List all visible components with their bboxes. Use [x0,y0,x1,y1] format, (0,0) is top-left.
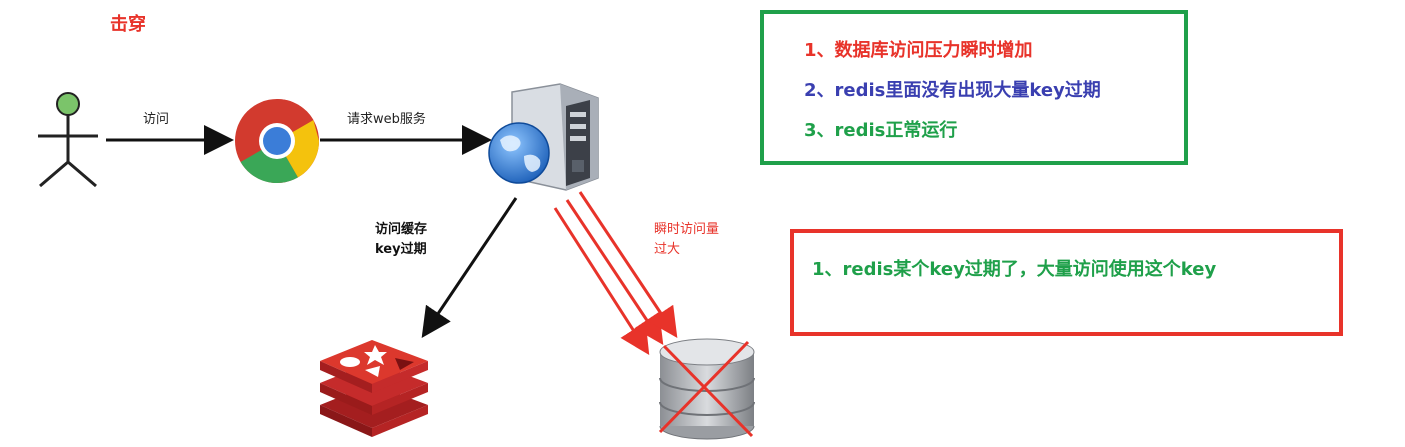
label-cache-access: 访问缓存 key过期 [375,220,427,260]
arrow-server-to-redis [421,197,518,338]
cause-text: 1、redis某个key过期了，大量访问使用这个key [812,259,1217,280]
label-cache-access-line2: key过期 [375,242,427,257]
redis-logo-icon [320,340,428,437]
symptom-item-1: 1、数据库访问压力瞬时增加 [804,40,1033,61]
label-cache-access-line1: 访问缓存 [375,222,428,237]
web-server-icon [488,83,599,191]
label-burst-line2: 过大 [654,242,681,257]
symptoms-box [760,10,1188,165]
burst-arrows [553,191,678,356]
label-burst-traffic: 瞬时访问量 过大 [654,220,719,260]
label-request-web: 请求web服务 [347,112,426,127]
cross-out-icon [658,340,754,438]
symptom-item-3: 3、redis正常运行 [804,120,958,141]
user-stick-figure-icon [38,92,98,188]
symptom-item-2: 2、redis里面没有出现大量key过期 [804,80,1101,101]
cause-box [790,229,1343,336]
label-burst-line1: 瞬时访问量 [654,222,720,237]
label-visit: 访问 [143,112,170,127]
chrome-browser-icon [235,98,319,184]
page-title: 击穿 [110,14,146,35]
